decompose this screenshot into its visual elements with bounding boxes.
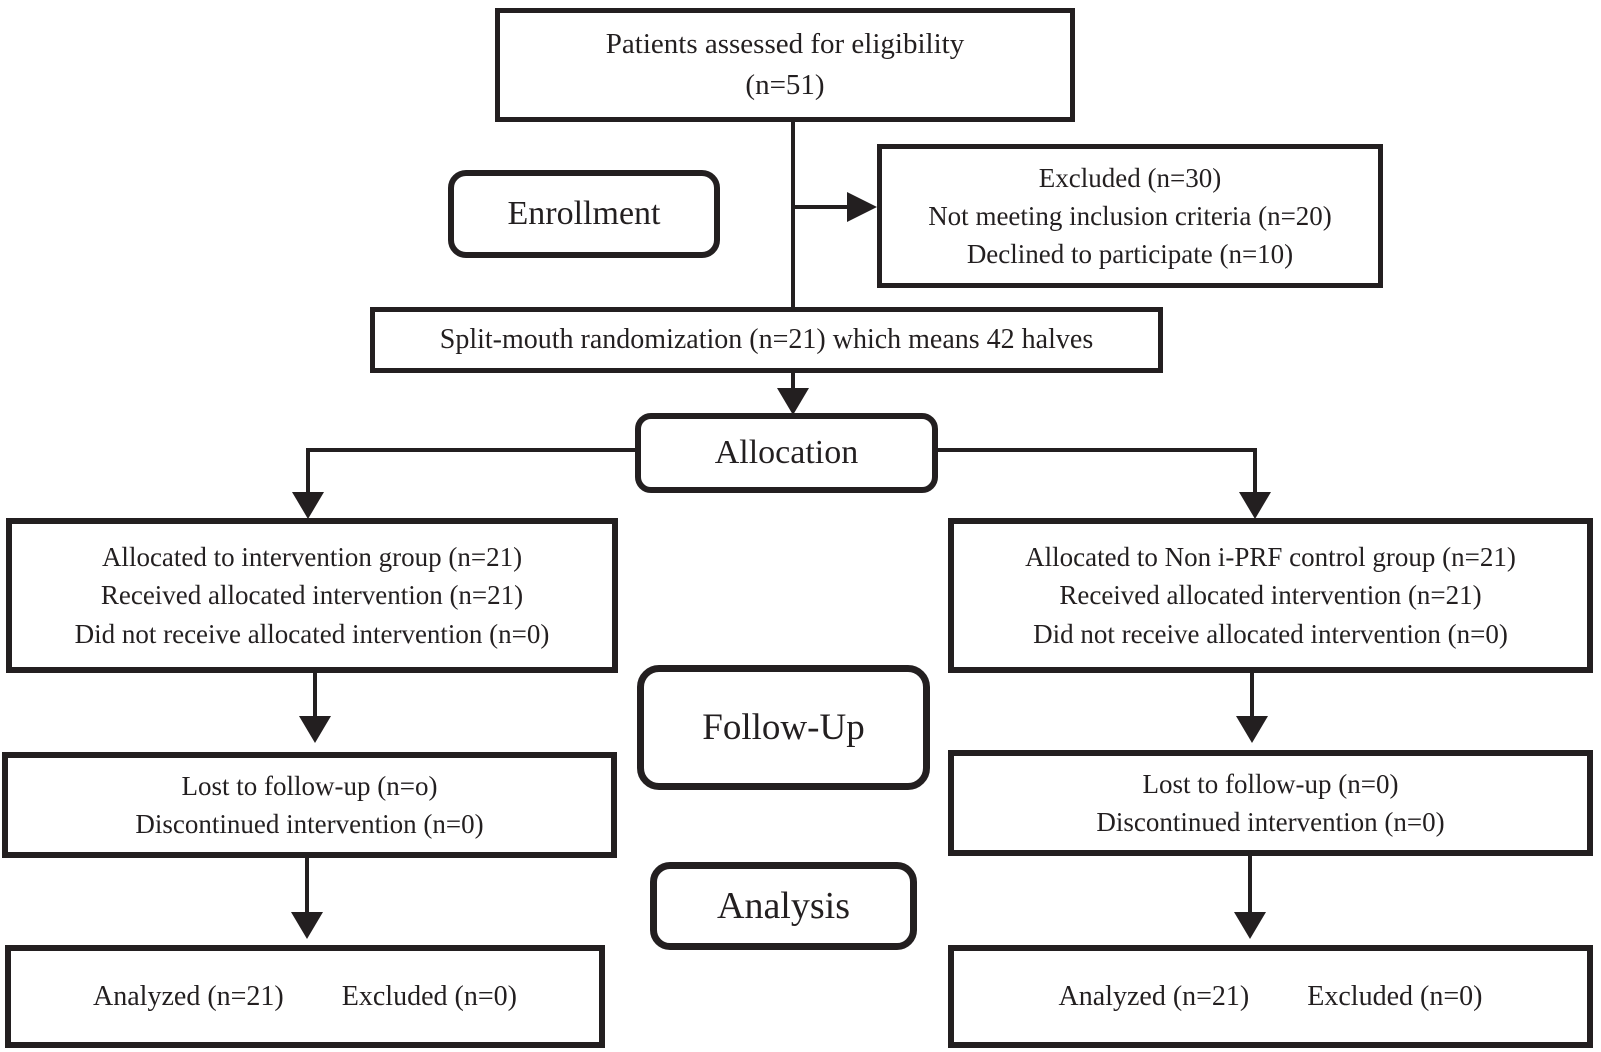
connector-right-followup-analysis — [1248, 856, 1252, 914]
analysis-intervention-box: Analyzed (n=21) Excluded (n=0) — [5, 945, 605, 1048]
allocated-control-line: Allocated to Non i-PRF control group (n=… — [1025, 542, 1516, 572]
arrow-down-icon — [1234, 912, 1266, 939]
connector-allocation-left-vertical — [306, 448, 310, 494]
connector-allocation-right-horizontal — [938, 448, 1257, 452]
analysis-control-box: Analyzed (n=21) Excluded (n=0) — [948, 945, 1593, 1048]
allocated-intervention-box: Allocated to intervention group (n=21) R… — [6, 518, 618, 673]
connector-right-allocated-followup — [1250, 673, 1254, 718]
followup-intervention-line: Discontinued intervention (n=0) — [135, 809, 484, 839]
analyzed-count: Analyzed (n=21) — [93, 980, 284, 1012]
allocated-intervention-line: Received allocated intervention (n=21) — [100, 580, 524, 611]
connector-excluded-line — [793, 205, 849, 209]
excluded-line: Not meeting inclusion criteria (n=20) — [928, 200, 1332, 231]
randomization-box: Split-mouth randomization (n=21) which m… — [370, 307, 1163, 373]
arrow-down-icon — [777, 388, 809, 415]
analysis-label-box: Analysis — [650, 862, 917, 950]
arrow-down-icon — [1239, 492, 1271, 519]
enrollment-label: Enrollment — [507, 195, 661, 232]
eligibility-count: (n=51) — [745, 69, 825, 101]
arrow-down-icon — [292, 492, 324, 519]
eligibility-box: Patients assessed for eligibility (n=51) — [495, 8, 1075, 122]
arrow-right-icon — [847, 192, 877, 222]
excluded-box: Excluded (n=30) Not meeting inclusion cr… — [877, 144, 1383, 288]
followup-intervention-box: Lost to follow-up (n=o) Discontinued int… — [2, 752, 617, 858]
connector-left-allocated-followup — [313, 673, 317, 718]
randomization-line: Split-mouth randomization (n=21) which m… — [439, 324, 1094, 356]
connector-allocation-right-vertical — [1253, 448, 1257, 494]
allocated-control-line: Received allocated intervention (n=21) — [1059, 580, 1482, 611]
excluded-count: Excluded (n=0) — [1307, 980, 1483, 1012]
followup-label-box: Follow-Up — [637, 665, 930, 790]
connector-randomization-allocation — [791, 373, 795, 391]
allocated-control-line: Did not receive allocated intervention (… — [1033, 618, 1508, 649]
eligibility-line: Patients assessed for eligibility — [605, 27, 965, 60]
excluded-count: Excluded (n=0) — [341, 980, 517, 1012]
connector-allocation-left-horizontal — [306, 448, 635, 452]
analysis-label: Analysis — [717, 885, 850, 927]
arrow-down-icon — [1236, 716, 1268, 743]
allocated-control-box: Allocated to Non i-PRF control group (n=… — [948, 518, 1593, 673]
followup-intervention-line: Lost to follow-up (n=o) — [181, 770, 438, 801]
enrollment-label-box: Enrollment — [448, 170, 720, 258]
arrow-down-icon — [291, 912, 323, 939]
followup-control-line: Discontinued intervention (n=0) — [1096, 807, 1445, 837]
excluded-line: Declined to participate (n=10) — [966, 239, 1294, 270]
followup-control-box: Lost to follow-up (n=0) Discontinued int… — [948, 750, 1593, 856]
followup-label: Follow-Up — [702, 707, 865, 748]
connector-left-followup-analysis — [305, 858, 309, 914]
arrow-down-icon — [299, 716, 331, 743]
followup-control-line: Lost to follow-up (n=0) — [1142, 768, 1399, 799]
allocated-intervention-line: Allocated to intervention group (n=21) — [101, 542, 523, 572]
connector-eligibility-randomization — [791, 122, 795, 307]
analyzed-count: Analyzed (n=21) — [1058, 980, 1250, 1012]
allocation-label: Allocation — [714, 434, 859, 471]
allocation-label-box: Allocation — [635, 413, 938, 493]
allocated-intervention-line: Did not receive allocated intervention (… — [74, 618, 550, 649]
excluded-line: Excluded (n=30) — [1038, 162, 1222, 193]
